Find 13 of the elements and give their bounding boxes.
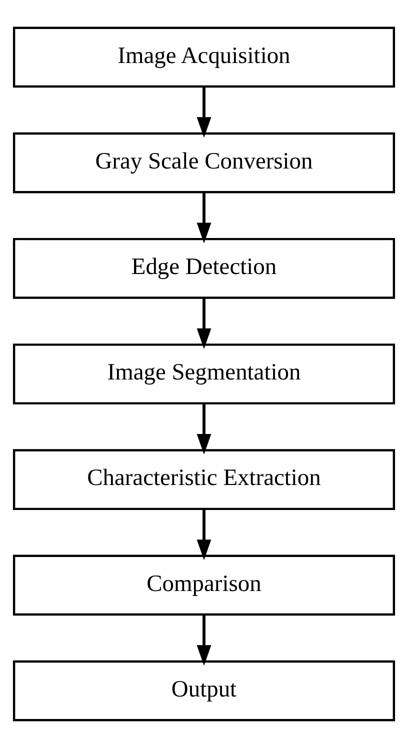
node-box: Output (12, 660, 396, 722)
node-box: Edge Detection (12, 238, 396, 299)
arrow (196, 614, 212, 666)
node-box: Image Segmentation (12, 344, 396, 404)
arrow (196, 192, 212, 244)
arrow (196, 404, 212, 455)
arrow (196, 509, 212, 560)
node-box: Characteristic Extraction (12, 449, 396, 510)
arrow (196, 86, 212, 138)
node-box: Comparison (12, 554, 396, 616)
node-box: Gray Scale Conversion (12, 132, 396, 194)
node-box: Image Acquisition (12, 26, 396, 88)
arrow (196, 298, 212, 349)
